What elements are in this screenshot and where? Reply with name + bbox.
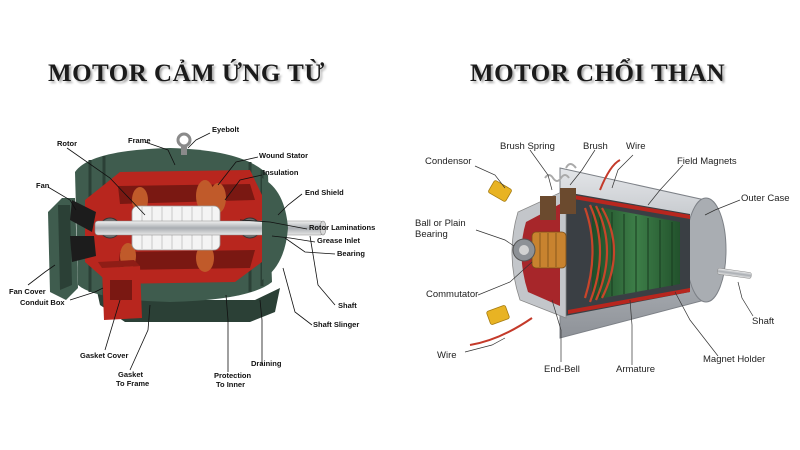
label-gasket-cover: Gasket Cover	[80, 351, 128, 360]
label-wire-top: Wire	[626, 141, 646, 152]
label-brush-spring: Brush Spring	[500, 141, 555, 152]
right-labels: Condensor Brush Spring Brush Wire Field …	[415, 141, 790, 375]
label-gasket: Gasket	[118, 370, 144, 379]
brushed-motor-illustration	[469, 159, 752, 346]
label-protection: Protection	[214, 371, 252, 380]
label-end-bell: End-Bell	[544, 364, 580, 375]
label-insulation: Insulation	[263, 168, 299, 177]
label-brush: Brush	[583, 141, 608, 152]
label-outer-case: Outer Case	[741, 193, 790, 204]
label-wire-bottom: Wire	[437, 350, 457, 361]
label-rotor-laminations: Rotor Laminations	[309, 223, 375, 232]
label-eyebolt: Eyebolt	[212, 125, 240, 134]
label-ball-or-plain: Ball or Plain	[415, 218, 466, 229]
label-commutator: Commutator	[426, 289, 478, 300]
label-frame: Frame	[128, 136, 151, 145]
label-bearing-right: Bearing	[415, 229, 448, 240]
left-title: MOTOR CẢM ỨNG TỪ	[48, 60, 325, 87]
label-draining: Draining	[251, 359, 282, 368]
right-title: MOTOR CHỔI THAN	[470, 60, 726, 87]
left-labels: Frame Eyebolt Rotor Wound Stator Insulat…	[9, 125, 375, 389]
label-wound-stator: Wound Stator	[259, 151, 308, 160]
label-shaft-slinger: Shaft Slinger	[313, 320, 359, 329]
right-leader-lines	[464, 149, 754, 365]
label-shaft: Shaft	[338, 301, 357, 310]
label-conduit-box: Conduit Box	[20, 298, 65, 307]
label-to-frame: To Frame	[116, 379, 149, 388]
label-magnet-holder: Magnet Holder	[703, 354, 765, 365]
label-to-inner: To Inner	[216, 380, 245, 389]
label-armature: Armature	[616, 364, 655, 375]
left-leader-lines	[27, 132, 336, 372]
label-field-magnets: Field Magnets	[677, 156, 737, 167]
label-fan: Fan	[36, 181, 50, 190]
label-grease-inlet: Grease Inlet	[317, 236, 360, 245]
label-fan-cover: Fan Cover	[9, 287, 46, 296]
label-rotor: Rotor	[57, 139, 77, 148]
label-bearing: Bearing	[337, 249, 365, 258]
label-condensor: Condensor	[425, 156, 471, 167]
label-end-shield: End Shield	[305, 188, 344, 197]
label-shaft-right: Shaft	[752, 316, 775, 327]
